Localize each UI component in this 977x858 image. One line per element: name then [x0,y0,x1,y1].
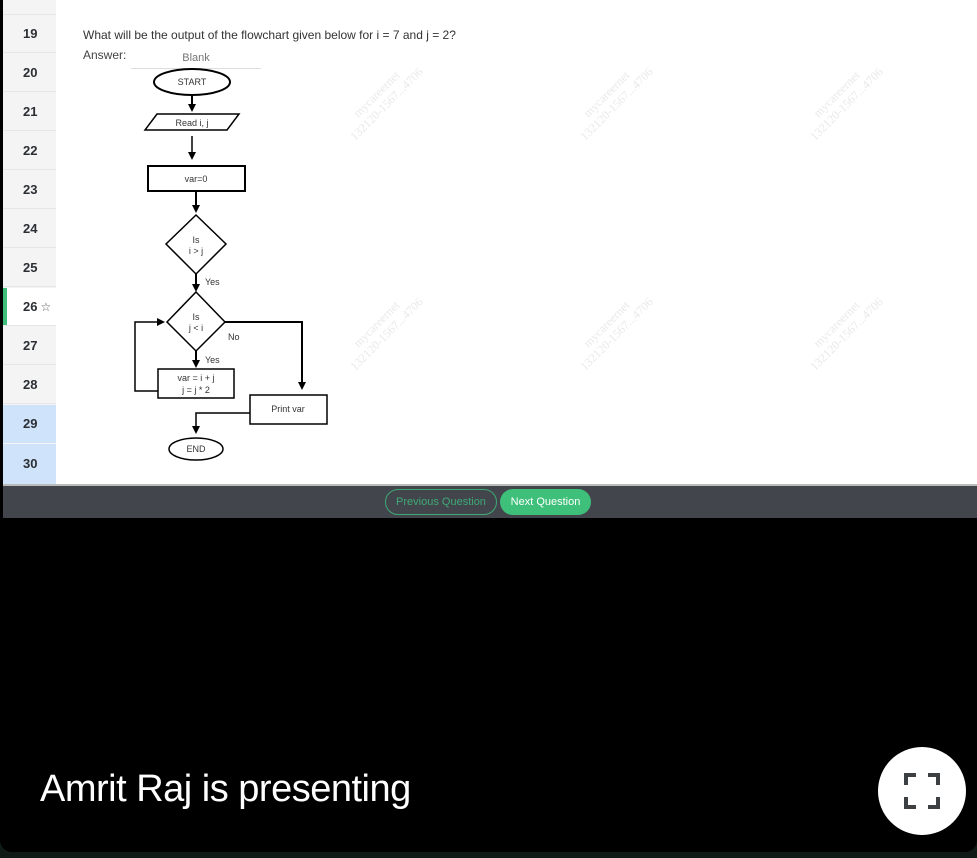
svg-text:Yes: Yes [205,277,220,287]
svg-text:var = i + j: var = i + j [177,373,214,383]
question-text: What will be the output of the flowchart… [83,28,456,42]
question-number: 24 [23,221,38,236]
svg-text:Read i, j: Read i, j [175,118,208,128]
question-nav-item-answered[interactable]: 29 [3,405,56,443]
shared-screen: 19 20 21 22 23 24 25 26☆ 27 28 29 30 myc… [3,0,977,518]
svg-text:No: No [228,332,240,342]
svg-text:Yes: Yes [205,355,220,365]
question-nav-item[interactable]: 28 [3,366,56,404]
next-question-button[interactable]: Next Question [500,489,591,515]
question-nav-item[interactable]: 27 [3,327,56,365]
question-number: 20 [23,65,38,80]
question-nav-item[interactable]: 25 [3,249,56,287]
question-number: 28 [23,377,38,392]
question-nav-item-partial[interactable] [3,0,56,15]
fullscreen-button[interactable] [878,747,966,835]
svg-text:j < i: j < i [188,323,203,333]
presenter-label: Amrit Raj is presenting [40,768,411,810]
flowchart-image: START Read i, j var=0 Is i > j Yes Is j … [134,68,328,461]
question-nav-item[interactable]: 20 [3,54,56,92]
question-nav-item[interactable]: 22 [3,132,56,170]
star-icon[interactable]: ☆ [40,299,52,314]
question-nav-item[interactable]: 24 [3,210,56,248]
question-number: 21 [23,104,38,119]
question-number: 22 [23,143,38,158]
svg-text:var=0: var=0 [185,174,208,184]
question-number: 27 [23,338,38,353]
svg-text:i > j: i > j [189,246,203,256]
question-number: 25 [23,260,38,275]
svg-text:START: START [178,77,207,87]
svg-text:Is: Is [192,312,200,322]
question-nav-item[interactable]: 19 [3,15,56,53]
svg-text:Print var: Print var [271,404,305,414]
question-number: 23 [23,182,38,197]
question-nav-item-answered[interactable]: 30 [3,444,56,484]
answer-label: Answer: [83,48,127,62]
question-number: 29 [23,416,38,431]
svg-text:j = j * 2: j = j * 2 [181,385,210,395]
svg-text:END: END [186,444,206,454]
question-nav-item[interactable]: 23 [3,171,56,209]
question-navigator: 19 20 21 22 23 24 25 26☆ 27 28 29 30 [3,0,56,484]
question-number: 30 [23,456,38,471]
question-nav-item[interactable]: 21 [3,93,56,131]
fullscreen-icon [904,773,940,809]
question-toolbar: Previous Question Next Question [3,484,977,518]
svg-text:Is: Is [192,235,200,245]
question-number: 26 [23,299,38,314]
question-number: 19 [23,26,38,41]
question-nav-item-current[interactable]: 26☆ [3,288,56,326]
previous-question-button[interactable]: Previous Question [385,489,497,515]
